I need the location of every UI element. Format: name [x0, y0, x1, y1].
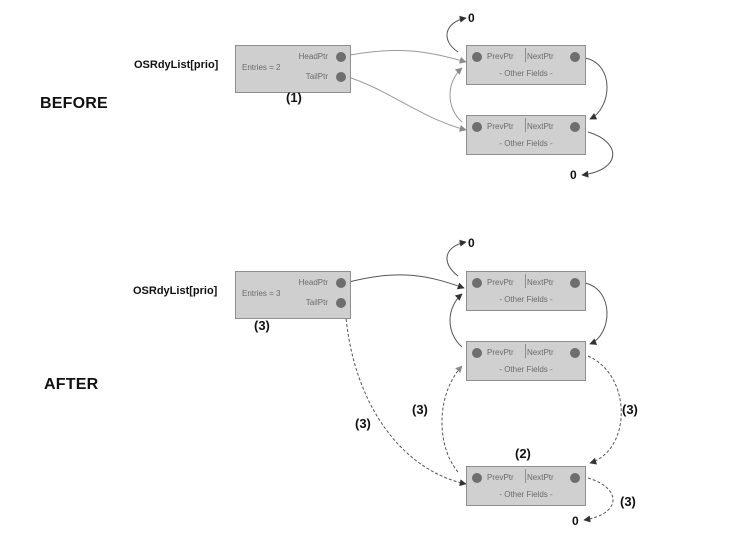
prev-ptr-dot	[472, 278, 482, 288]
after-tailptr-dot	[336, 298, 346, 308]
after-tailptr-label: TailPtr	[305, 298, 328, 307]
field-divider	[525, 48, 526, 62]
after-headptr-dot	[336, 278, 346, 288]
after-tcb1-next-arrow	[584, 282, 608, 345]
other-fields-label: - Other Fields -	[499, 139, 553, 148]
before-null-bottom: 0	[570, 168, 577, 182]
prev-ptr-dot	[472, 348, 482, 358]
after-step-tail-link: (3)	[355, 416, 371, 431]
before-step-1: (1)	[286, 90, 302, 105]
field-divider	[525, 118, 526, 132]
field-divider	[525, 274, 526, 288]
after-step-new-tcb: (2)	[515, 446, 531, 461]
prev-ptr-label: PrevPtr	[487, 348, 514, 357]
after-entries-count: Entries = 3	[242, 289, 281, 298]
after-tcb3-prev-arrow	[441, 365, 463, 473]
after-ready-list-entry: Entries = 3 HeadPtr TailPtr	[235, 271, 351, 319]
after-tailptr-arrow	[344, 303, 467, 487]
before-label: BEFORE	[40, 95, 108, 112]
next-ptr-dot	[570, 473, 580, 483]
prev-ptr-label: PrevPtr	[487, 52, 514, 61]
after-null-bottom: 0	[572, 514, 579, 528]
field-divider	[525, 344, 526, 358]
before-tcb-1: PrevPtr NextPtr - Other Fields -	[466, 45, 586, 85]
after-step-prev-link: (3)	[412, 402, 428, 417]
before-tcb1-next-arrow	[584, 57, 608, 120]
after-tcb1-prev-null-arrow	[446, 239, 467, 277]
next-ptr-dot	[570, 52, 580, 62]
before-tcb2-prev-arrow	[449, 67, 463, 123]
after-tcb2-next-arrow	[587, 355, 622, 465]
before-list-label: OSRdyList[prio]	[134, 59, 219, 71]
next-ptr-label: NextPtr	[527, 278, 554, 287]
other-fields-label: - Other Fields -	[499, 490, 553, 499]
prev-ptr-dot	[472, 473, 482, 483]
field-divider	[525, 469, 526, 483]
next-ptr-label: NextPtr	[527, 52, 554, 61]
prev-ptr-label: PrevPtr	[487, 122, 514, 131]
before-headptr-dot	[336, 52, 346, 62]
before-entries-count: Entries = 2	[242, 63, 281, 72]
after-step-ready-list: (3)	[254, 318, 270, 333]
before-tailptr-dot	[336, 72, 346, 82]
after-tcb-1: PrevPtr NextPtr - Other Fields -	[466, 271, 586, 311]
next-ptr-label: NextPtr	[527, 122, 554, 131]
after-step-next-link: (3)	[622, 402, 638, 417]
before-tailptr-label: TailPtr	[305, 72, 328, 81]
next-ptr-label: NextPtr	[527, 348, 554, 357]
before-headptr-arrow	[344, 49, 467, 64]
after-tcb3-next-null-arrow	[583, 477, 614, 523]
after-step-new-next-null: (3)	[620, 494, 636, 509]
before-tailptr-arrow	[344, 75, 467, 132]
after-null-top: 0	[468, 236, 475, 250]
after-tcb2-prev-arrow	[449, 293, 463, 348]
other-fields-label: - Other Fields -	[499, 295, 553, 304]
other-fields-label: - Other Fields -	[499, 365, 553, 374]
before-ready-list-entry: Entries = 2 HeadPtr TailPtr	[235, 45, 351, 93]
after-label: AFTER	[44, 376, 99, 393]
prev-ptr-label: PrevPtr	[487, 473, 514, 482]
after-list-label: OSRdyList[prio]	[133, 285, 218, 297]
next-ptr-dot	[570, 122, 580, 132]
other-fields-label: - Other Fields -	[499, 69, 553, 78]
before-tcb-2: PrevPtr NextPtr - Other Fields -	[466, 115, 586, 155]
before-tcb2-next-null-arrow	[581, 131, 614, 178]
next-ptr-dot	[570, 278, 580, 288]
next-ptr-dot	[570, 348, 580, 358]
next-ptr-label: NextPtr	[527, 473, 554, 482]
prev-ptr-dot	[472, 52, 482, 62]
after-headptr-arrow	[344, 274, 465, 290]
prev-ptr-dot	[472, 122, 482, 132]
prev-ptr-label: PrevPtr	[487, 278, 514, 287]
after-tcb-2: PrevPtr NextPtr - Other Fields -	[466, 341, 586, 381]
after-tcb-3-new: PrevPtr NextPtr - Other Fields -	[466, 466, 586, 506]
before-null-top: 0	[468, 11, 475, 25]
before-headptr-label: HeadPtr	[298, 52, 328, 61]
after-headptr-label: HeadPtr	[298, 278, 328, 287]
before-tcb1-prev-null-arrow	[446, 15, 467, 53]
